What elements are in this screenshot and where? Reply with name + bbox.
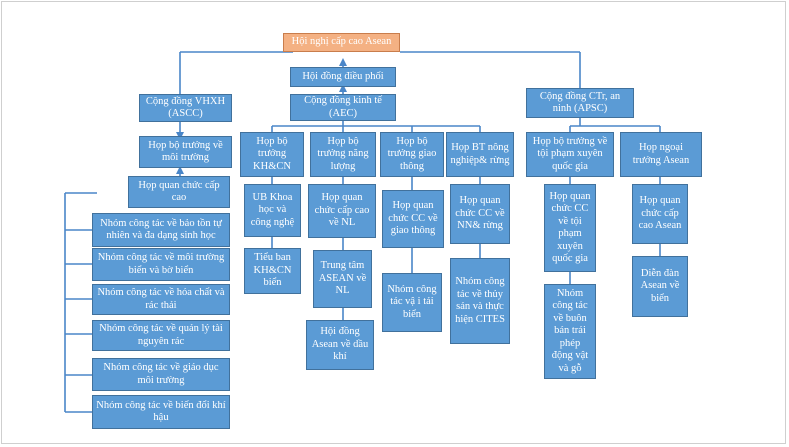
node-aec-transport: Họp bộ trưởng giao thông bbox=[380, 132, 444, 177]
node-energy-senior: Họp quan chức cấp cao về NL bbox=[308, 184, 376, 238]
node-transport-senior: Họp quan chức CC về giao thông bbox=[382, 190, 444, 248]
node-wg-nature: Nhóm công tác về bảo tồn tự nhiên và đa … bbox=[92, 213, 230, 247]
node-crime-wg: Nhóm công tác về buôn bán trái phép động… bbox=[544, 284, 596, 379]
node-foreign-senior: Họp quan chức cấp cao Asean bbox=[632, 184, 688, 244]
node-energy-council: Hội đồng Asean về dầu khí bbox=[306, 320, 374, 370]
node-energy-center: Trung tâm ASEAN về NL bbox=[313, 250, 372, 308]
node-agri-wg: Nhóm công tác về thủy sản và thực hiện C… bbox=[450, 258, 510, 344]
node-aec-agri: Họp BT nông nghiệp& rừng bbox=[446, 132, 514, 177]
node-aec: Cộng đồng kinh tế (AEC) bbox=[290, 94, 396, 121]
node-ascc-minister: Họp bộ trưởng về môi trường bbox=[139, 136, 232, 168]
node-wg-marine: Nhóm công tác về môi trường biển và bờ b… bbox=[92, 248, 230, 281]
node-apsc: Cộng đồng CTr, an ninh (APSC) bbox=[526, 88, 634, 118]
node-ascc-senior: Họp quan chức cấp cao bbox=[128, 176, 230, 208]
node-aec-sci: Họp bộ trưởng KH&CN bbox=[240, 132, 304, 177]
node-wg-climate: Nhóm công tác về biến đổi khí hậu bbox=[92, 395, 230, 429]
node-sci-committee: UB Khoa học và công nghệ bbox=[244, 184, 301, 237]
node-aec-energy: Họp bộ trưởng năng lượng bbox=[310, 132, 376, 177]
node-sci-sub: Tiểu ban KH&CN biển bbox=[244, 248, 301, 294]
node-foreign-forum: Diễn đàn Asean về biển bbox=[632, 256, 688, 317]
node-crime-senior: Họp quan chức CC về tội phạm xuyên quốc … bbox=[544, 184, 596, 272]
node-apsc-foreign: Họp ngoại trưởng Asean bbox=[620, 132, 702, 177]
node-ascc: Cộng đồng VHXH (ASCC) bbox=[139, 94, 232, 122]
node-wg-water: Nhóm công tác về quản lý tài nguyên rác bbox=[92, 320, 230, 351]
node-transport-wg: Nhóm công tác vậ i tải biển bbox=[382, 273, 442, 332]
node-council: Hội đồng điều phối bbox=[290, 67, 396, 87]
node-apsc-crime: Họp bộ trưởng về tội phạm xuyên quốc gia bbox=[526, 132, 614, 177]
node-summit: Hội nghị cấp cao Asean bbox=[283, 33, 400, 52]
node-agri-senior: Họp quan chức CC về NN& rừng bbox=[450, 184, 510, 244]
node-wg-edu: Nhóm công tác về giáo dục môi trường bbox=[92, 358, 230, 391]
node-wg-chem: Nhóm công tác về hóa chất và rác thải bbox=[92, 284, 230, 315]
